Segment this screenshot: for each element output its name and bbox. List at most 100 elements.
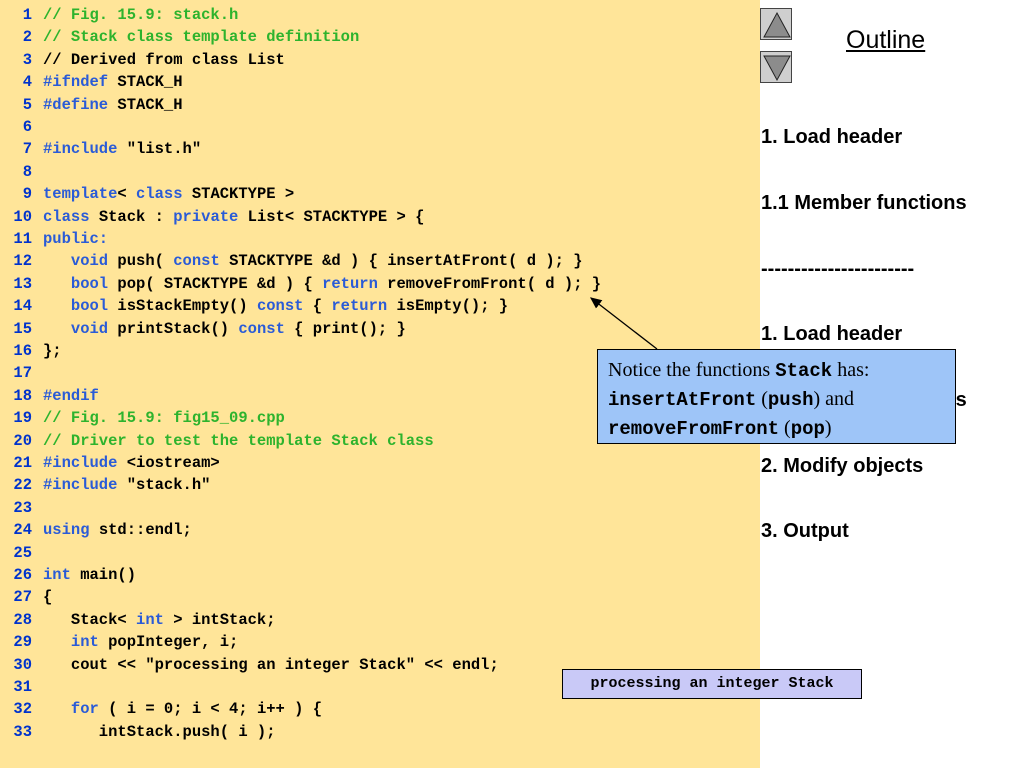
code-text: // Derived from class List	[43, 49, 285, 71]
code-token: template	[43, 185, 118, 204]
code-token: ( i = 0; i < 4; i++ ) {	[98, 700, 323, 719]
code-line: 2// Stack class template definition	[0, 26, 760, 48]
code-token: popInteger, i;	[98, 633, 239, 652]
code-text: #include <iostream>	[43, 452, 220, 474]
line-number: 23	[13, 498, 32, 517]
code-token: isStackEmpty()	[108, 297, 257, 316]
code-line: 11 public:	[0, 228, 760, 250]
code-line: 5#define STACK_H	[0, 94, 760, 116]
line-number: 10	[13, 207, 32, 226]
line-number: 31	[13, 678, 32, 696]
line-number: 11	[13, 230, 32, 248]
code-token: "stack.h"	[117, 476, 211, 495]
code-token: removeFromFront( d ); }	[377, 274, 602, 293]
outline-title[interactable]: Outline	[846, 26, 926, 54]
code-token	[43, 700, 71, 718]
line-number: 29	[13, 633, 32, 652]
code-token: for	[70, 700, 99, 719]
callout-text: (	[756, 388, 768, 410]
callout-code: Stack	[775, 360, 833, 382]
code-token	[43, 252, 71, 270]
code-text: void printStack() const { print(); }	[43, 318, 406, 340]
code-line: 20 // Driver to test the template Stack c…	[0, 430, 760, 452]
previous-slide-button[interactable]	[760, 8, 792, 40]
code-line: 23	[0, 497, 760, 519]
line-number: 19	[13, 409, 32, 428]
triangle-up-icon	[763, 11, 791, 38]
outline-item: 1.1 Member functions	[761, 192, 967, 214]
line-number: 22	[13, 476, 32, 495]
code-text: class Stack : private List< STACKTYPE > …	[43, 206, 424, 228]
callout-text: (	[779, 417, 791, 439]
code-text: Stack< int > intStack;	[43, 609, 276, 631]
code-line: 17	[0, 362, 760, 384]
code-line: 25	[0, 542, 760, 564]
line-number: 20	[13, 431, 32, 450]
code-text: #ifndef STACK_H	[43, 71, 183, 93]
code-text: // Fig. 15.9: fig15_09.cpp	[43, 407, 285, 429]
code-token: cout << "processing an integer Stack" <<…	[43, 655, 499, 674]
code-token: STACKTYPE &d ) { insertAtFront( d ); }	[219, 252, 583, 271]
code-token: #include	[43, 454, 118, 472]
code-text: void push( const STACKTYPE &d ) { insert…	[43, 250, 583, 272]
callout-text: has:	[832, 359, 870, 381]
code-token: // Derived from class List	[43, 50, 285, 69]
outline-item: 3. Output	[761, 520, 849, 542]
code-token: const	[173, 252, 220, 271]
program-output: processing an integer Stack	[562, 669, 862, 699]
code-text: // Driver to test the template Stack cla…	[43, 430, 434, 452]
code-token: {	[43, 588, 53, 607]
code-text: intStack.push( i );	[43, 721, 276, 743]
outline-item: 2. Modify objects	[761, 455, 924, 477]
code-text: public:	[43, 228, 108, 250]
code-token: {	[303, 297, 332, 316]
code-token: private	[173, 207, 239, 226]
code-token: push(	[108, 252, 174, 271]
code-token: List< STACKTYPE > {	[238, 207, 425, 226]
outline-item: 1. Load header	[761, 126, 903, 148]
code-line: 6	[0, 116, 760, 138]
line-number: 25	[13, 543, 32, 562]
code-token: #endif	[43, 386, 99, 405]
code-token: const	[238, 319, 285, 338]
line-number: 28	[13, 610, 32, 629]
code-line: 18#endif	[0, 385, 760, 407]
callout-note: Notice the functions Stack has: insertAt…	[597, 349, 956, 444]
code-line: 14 bool isStackEmpty() const { return is…	[0, 295, 760, 317]
code-token: void	[70, 319, 109, 338]
code-token: "list.h"	[117, 140, 202, 159]
line-number: 26	[13, 566, 32, 584]
callout-code: pop	[790, 418, 825, 440]
code-text: cout << "processing an integer Stack" <<…	[43, 654, 499, 676]
line-number: 27	[13, 588, 32, 607]
code-token: // Fig. 15.9: fig15_09.cpp	[43, 409, 285, 428]
line-number: 15	[13, 319, 32, 338]
code-token: using	[43, 521, 90, 540]
code-token: void	[70, 252, 109, 271]
callout-code: insertAtFront	[608, 389, 757, 411]
code-token: <	[117, 185, 137, 204]
code-line: 27 {	[0, 586, 760, 608]
callout-code: push	[767, 389, 814, 411]
code-line: 1 // Fig. 15.9: stack.h	[0, 4, 760, 26]
line-number: 9	[22, 185, 32, 204]
code-text: // Stack class template definition	[43, 26, 359, 48]
code-text: bool pop( STACKTYPE &d ) { return remove…	[43, 273, 601, 295]
line-number: 1	[22, 6, 32, 24]
code-line: 16};	[0, 340, 760, 362]
code-token: Stack<	[43, 610, 137, 629]
outline-item: 1. Load header	[761, 323, 903, 345]
callout-text: ) and	[813, 388, 855, 410]
line-number: 3	[22, 50, 32, 69]
next-slide-button[interactable]	[760, 51, 792, 83]
code-line: 10 class Stack : private List< STACKTYPE …	[0, 206, 760, 228]
code-text: #include "stack.h"	[43, 474, 210, 496]
code-line: 26 int main()	[0, 564, 760, 586]
code-token: STACK_H	[108, 73, 183, 92]
code-token: // Fig. 15.9: stack.h	[43, 6, 239, 24]
code-token: // Stack class template definition	[43, 28, 360, 47]
line-number: 12	[13, 252, 32, 271]
code-text: int main()	[43, 564, 136, 586]
code-text: #define STACK_H	[43, 94, 183, 116]
